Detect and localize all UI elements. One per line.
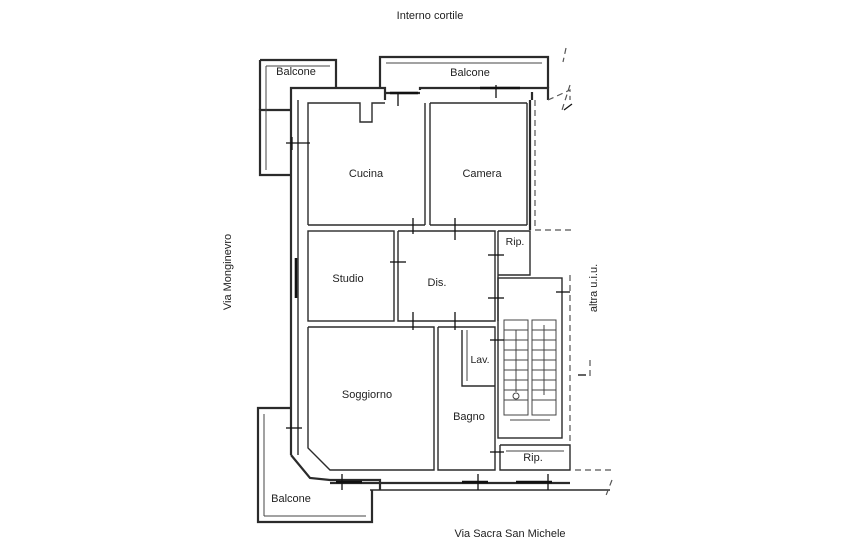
balconies xyxy=(256,55,550,524)
outer-walls xyxy=(289,86,610,491)
room-bagno: Bagno xyxy=(453,411,485,423)
interior-walls xyxy=(307,102,571,471)
room-soggiorno: Soggiorno xyxy=(342,389,392,401)
room-balcone-bottom: Balcone xyxy=(271,493,311,505)
dashed-boundary xyxy=(534,47,615,499)
room-cucina: Cucina xyxy=(349,168,384,180)
label-left-street: Via Monginevro xyxy=(222,234,234,310)
label-right-neighbour: altra u.i.u. xyxy=(588,264,600,312)
room-rip-top: Rip. xyxy=(506,236,525,248)
room-studio: Studio xyxy=(332,273,363,285)
stairwell xyxy=(497,277,563,439)
label-top-street: Interno cortile xyxy=(397,10,464,22)
room-lav: Lav. xyxy=(470,354,489,366)
room-balcone-top: Balcone xyxy=(450,67,490,79)
room-dis: Dis. xyxy=(428,277,447,289)
door-marks xyxy=(286,85,586,490)
label-bottom-street: Via Sacra San Michele xyxy=(454,528,565,540)
room-camera: Camera xyxy=(462,168,502,180)
room-balcone-top-left: Balcone xyxy=(276,66,316,78)
windows xyxy=(294,86,552,484)
room-rip-bottom: Rip. xyxy=(523,452,543,464)
